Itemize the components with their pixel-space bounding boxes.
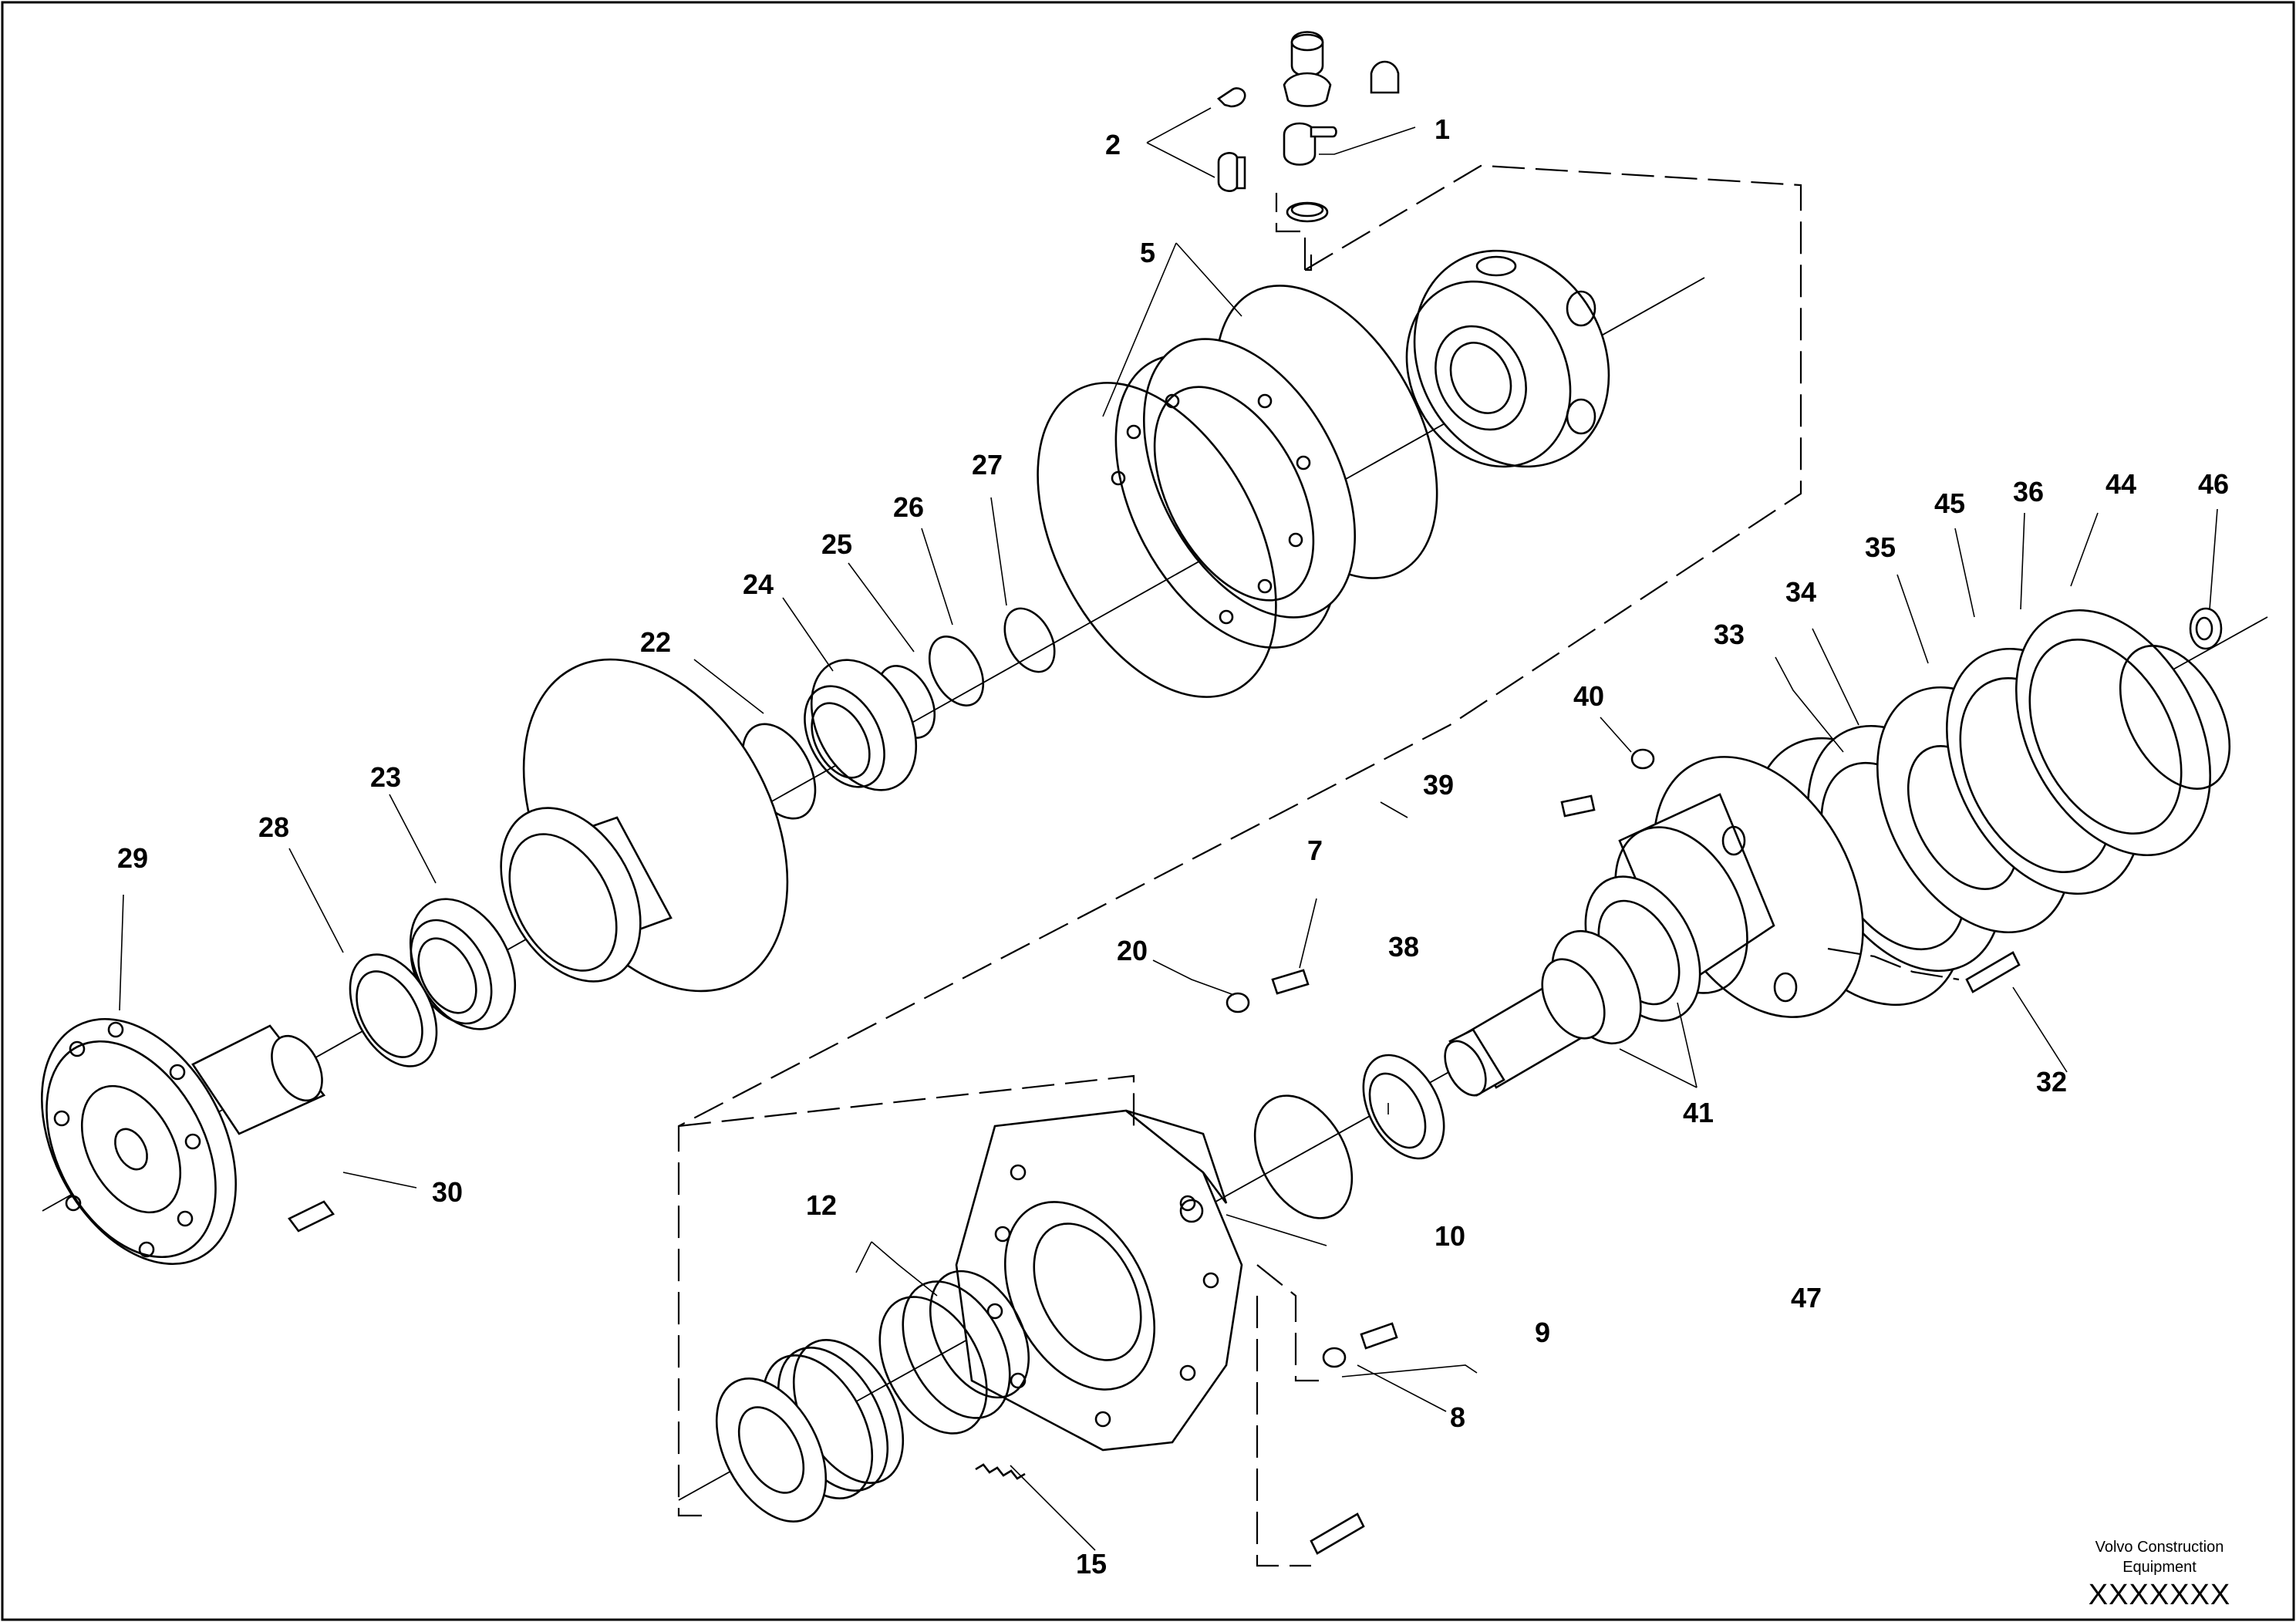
valve-spool xyxy=(715,1339,905,1523)
leader-lines xyxy=(119,107,2218,1551)
label-29: 29 xyxy=(117,842,148,874)
label-40: 40 xyxy=(1573,680,1604,712)
label-28: 28 xyxy=(258,811,289,843)
hub-drum xyxy=(500,658,789,993)
label-41: 41 xyxy=(1683,1097,1714,1128)
rings-25-26-27 xyxy=(876,607,1056,739)
part-29-flange-shaft xyxy=(40,1017,326,1266)
part-41-planet-carrier xyxy=(1551,756,1864,1045)
label-47: 47 xyxy=(1791,1282,1822,1313)
company-line-2: Equipment xyxy=(2122,1559,2197,1576)
title-block: Volvo Construction Equipment XXXXXXX xyxy=(2089,1539,2230,1611)
part-1-coupling-pieces xyxy=(1216,31,1400,223)
part-30-bolt xyxy=(288,1200,335,1233)
label-27: 27 xyxy=(972,449,1003,481)
label-1: 1 xyxy=(1435,113,1450,145)
label-44: 44 xyxy=(2106,468,2136,500)
fasteners xyxy=(1226,748,2021,1555)
label-45: 45 xyxy=(1934,487,1965,519)
cylinder-block xyxy=(1405,249,1610,468)
label-20: 20 xyxy=(1117,935,1148,966)
label-15: 15 xyxy=(1076,1548,1107,1580)
motor-cover xyxy=(955,1109,1243,1452)
label-39: 39 xyxy=(1423,769,1454,801)
label-36: 36 xyxy=(2013,476,2044,508)
label-9: 9 xyxy=(1535,1317,1550,1348)
label-26: 26 xyxy=(893,491,924,523)
label-12: 12 xyxy=(806,1189,837,1221)
upper-assembly xyxy=(40,31,1802,1517)
part-46-plug xyxy=(2189,607,2223,650)
splined-shaft xyxy=(1444,958,1606,1097)
part-15-spring xyxy=(975,1463,1026,1480)
label-10: 10 xyxy=(1435,1220,1465,1252)
label-38: 38 xyxy=(1388,931,1419,963)
part-24-bearing xyxy=(804,659,918,791)
label-7: 7 xyxy=(1307,835,1323,866)
label-34: 34 xyxy=(1785,576,1816,608)
part-38-seal xyxy=(1362,1054,1445,1160)
label-5: 5 xyxy=(1140,237,1155,268)
drawing-code: XXXXXXX xyxy=(2089,1579,2230,1611)
part-28-seal xyxy=(349,953,438,1067)
company-line-1: Volvo Construction xyxy=(2095,1539,2224,1556)
part-12-spring xyxy=(878,1270,1030,1435)
part-10-o-ring xyxy=(1253,1094,1354,1219)
label-24: 24 xyxy=(743,568,774,600)
label-32: 32 xyxy=(2036,1066,2067,1098)
part-labels: 1 2 5 7 8 9 10 12 15 20 22 23 24 25 26 2… xyxy=(117,113,2229,1580)
label-2: 2 xyxy=(1105,129,1121,160)
label-33: 33 xyxy=(1714,619,1745,650)
label-25: 25 xyxy=(821,528,852,560)
label-22: 22 xyxy=(640,626,671,658)
part-5-motor-housing xyxy=(1037,285,1438,698)
label-35: 35 xyxy=(1865,531,1896,563)
label-30: 30 xyxy=(432,1176,463,1208)
label-8: 8 xyxy=(1450,1401,1465,1433)
label-46: 46 xyxy=(2198,468,2229,500)
lower-assembly xyxy=(678,607,2268,1567)
label-23: 23 xyxy=(370,761,401,793)
